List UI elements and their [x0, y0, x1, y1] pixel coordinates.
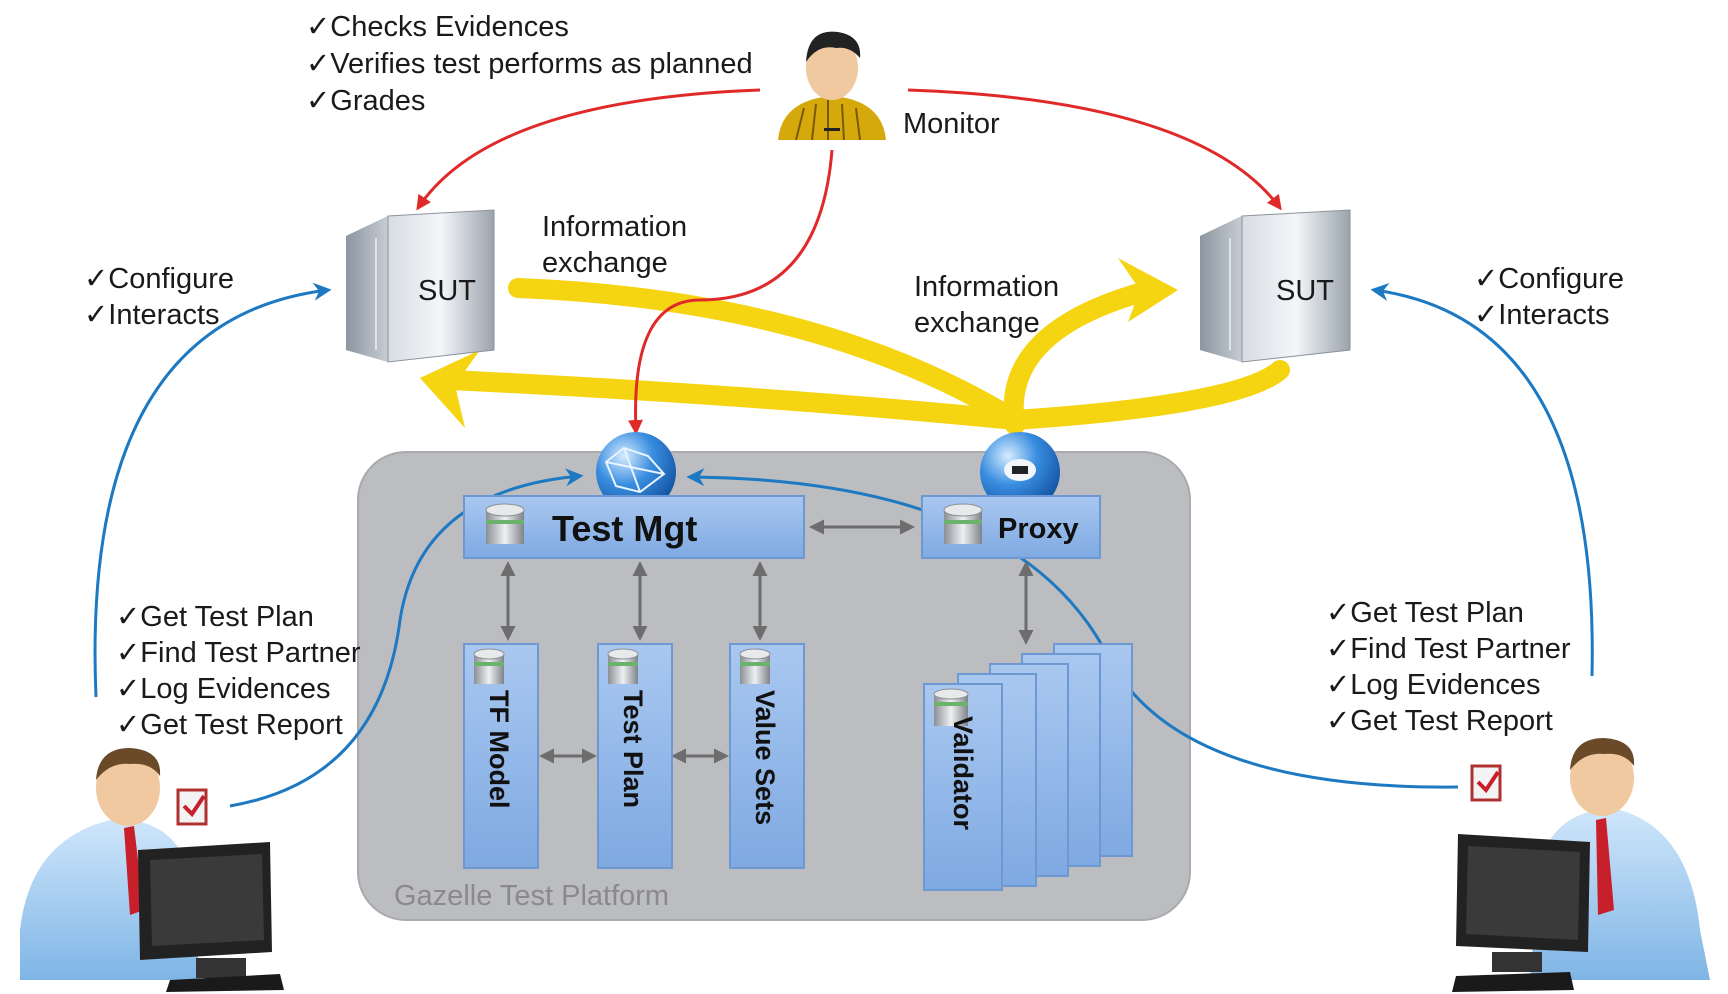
validator-stack: Validator	[923, 643, 1133, 891]
test-mgt-label: Test Mgt	[552, 508, 697, 549]
module-label: Test Plan	[618, 690, 648, 808]
task-item: ✓Configure	[1474, 263, 1624, 295]
user-left-person-icon	[20, 748, 284, 992]
user-right-platform-tasks: ✓Get Test Plan ✓Find Test Partner ✓Log E…	[1326, 597, 1571, 737]
clipboard-icon	[176, 788, 208, 826]
task-item: ✓Log Evidences	[116, 673, 331, 705]
proxy-globe-icon	[980, 432, 1060, 512]
info-exchange-text: Information	[914, 271, 1059, 303]
monitor-person-icon	[778, 31, 886, 141]
database-icon	[485, 503, 525, 544]
database-icon	[607, 648, 639, 684]
proxy-label: Proxy	[998, 513, 1079, 545]
module-value-sets: Value Sets	[729, 643, 805, 869]
info-arrowhead-right	[1118, 258, 1178, 322]
module-label: TF Model	[484, 690, 514, 808]
monitor-task: ✓Grades	[306, 85, 425, 117]
info-exchange-text: exchange	[914, 307, 1040, 339]
task-item: ✓Interacts	[1474, 299, 1610, 331]
information-exchange-arrows	[440, 278, 1290, 435]
database-icon	[933, 688, 969, 726]
task-item: ✓Get Test Report	[1326, 705, 1553, 737]
sut-right-label: SUT	[1276, 275, 1334, 307]
monitor-arrows	[416, 88, 1282, 435]
info-exchange-text: Information	[542, 211, 687, 243]
user-right-sut-tasks: ✓Configure ✓Interacts	[1474, 263, 1624, 331]
task-item: ✓Configure	[84, 263, 234, 295]
task-item: ✓Get Test Plan	[116, 601, 314, 633]
monitor-label: Monitor	[903, 108, 1000, 140]
user-left-platform-tasks: ✓Get Test Plan ✓Find Test Partner ✓Log E…	[116, 601, 361, 741]
database-icon	[943, 503, 983, 544]
platform-label: Gazelle Test Platform	[394, 880, 669, 912]
task-item: ✓Get Test Plan	[1326, 597, 1524, 629]
sut-right-server-icon	[1200, 209, 1351, 363]
validator-label: Validator	[948, 716, 978, 831]
monitor-task: ✓Checks Evidences	[306, 11, 569, 43]
task-item: ✓Get Test Report	[116, 709, 343, 741]
user-left-sut-tasks: ✓Configure ✓Interacts	[84, 263, 234, 331]
info-exchange-left-label: Information exchange	[542, 211, 687, 279]
module-test-plan: Test Plan	[597, 643, 673, 869]
clipboard-icon	[1470, 764, 1502, 802]
module-tf-model: TF Model	[463, 643, 539, 869]
info-exchange-text: exchange	[542, 247, 668, 279]
info-exchange-right-label: Information exchange	[914, 271, 1059, 339]
database-icon	[739, 648, 771, 684]
module-label: Value Sets	[750, 690, 780, 825]
info-arrowhead-left	[420, 350, 480, 428]
database-icon	[473, 648, 505, 684]
test-mgt-globe-icon	[596, 432, 676, 512]
monitor-tasks: ✓Checks Evidences ✓Verifies test perform…	[306, 11, 753, 117]
platform-connectors	[500, 519, 1034, 764]
test-mgt-box: Test Mgt	[463, 495, 805, 559]
user-right-person-icon	[1452, 738, 1710, 992]
monitor-task: ✓Verifies test performs as planned	[306, 48, 753, 80]
task-item: ✓Find Test Partner	[1326, 633, 1571, 665]
sut-left-label: SUT	[418, 275, 476, 307]
proxy-box: Proxy	[921, 495, 1101, 559]
task-item: ✓Find Test Partner	[116, 637, 361, 669]
task-item: ✓Log Evidences	[1326, 669, 1541, 701]
sut-left-server-icon	[346, 209, 495, 363]
task-item: ✓Interacts	[84, 299, 220, 331]
